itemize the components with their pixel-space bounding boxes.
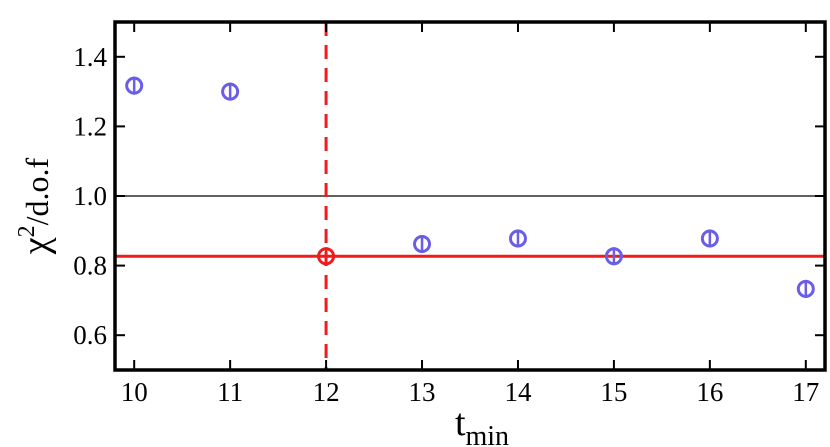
x-axis-label-main: t bbox=[455, 402, 466, 444]
x-axis-label: tmin bbox=[455, 402, 509, 447]
data-point-s1-0 bbox=[317, 247, 336, 266]
point-marker bbox=[221, 82, 240, 101]
x-axis-label-subscript: min bbox=[466, 421, 510, 447]
data-point-s0-0 bbox=[125, 76, 144, 95]
data-point-s0-5 bbox=[700, 229, 719, 248]
data-point-s0-6 bbox=[796, 279, 815, 298]
data-point-s0-1 bbox=[221, 82, 240, 101]
point-marker bbox=[508, 229, 527, 248]
data-point-s0-2 bbox=[413, 235, 432, 254]
x-tick-label: 16 bbox=[696, 377, 723, 407]
point-marker bbox=[125, 76, 144, 95]
tick-labels: 10 11 12 13 14 15 16 17 0.6 0.8 1.0 1.2 1.4 bbox=[73, 42, 819, 407]
x-tick-label: 15 bbox=[600, 377, 627, 407]
reference-lines bbox=[115, 22, 825, 370]
x-tick-label: 14 bbox=[504, 377, 532, 407]
x-tick-label: 13 bbox=[409, 377, 436, 407]
y-tick-label: 1.4 bbox=[73, 42, 107, 72]
point-marker bbox=[317, 247, 336, 266]
y-axis-label-main: χ bbox=[15, 237, 57, 255]
y-axis-label-superscript: 2 bbox=[14, 225, 40, 237]
point-marker bbox=[700, 229, 719, 248]
x-tick-label: 12 bbox=[313, 377, 340, 407]
y-tick-label: 1.2 bbox=[73, 111, 107, 141]
x-tick-label: 10 bbox=[121, 377, 148, 407]
x-tick-label: 17 bbox=[792, 377, 819, 407]
data-point-s0-3 bbox=[508, 229, 527, 248]
point-marker bbox=[604, 247, 623, 266]
data-points bbox=[125, 76, 815, 298]
point-marker bbox=[413, 235, 432, 254]
point-marker bbox=[796, 279, 815, 298]
y-tick-label: 0.6 bbox=[73, 320, 107, 350]
y-axis-label: χ2/d.o.f bbox=[14, 157, 57, 255]
data-point-s0-4 bbox=[604, 247, 623, 266]
y-axis-label-rest: /d.o.f bbox=[19, 157, 55, 225]
axis-ticks bbox=[115, 22, 825, 370]
y-tick-label: 1.0 bbox=[73, 181, 107, 211]
x-tick-label: 11 bbox=[217, 377, 243, 407]
y-tick-label: 0.8 bbox=[73, 251, 107, 281]
